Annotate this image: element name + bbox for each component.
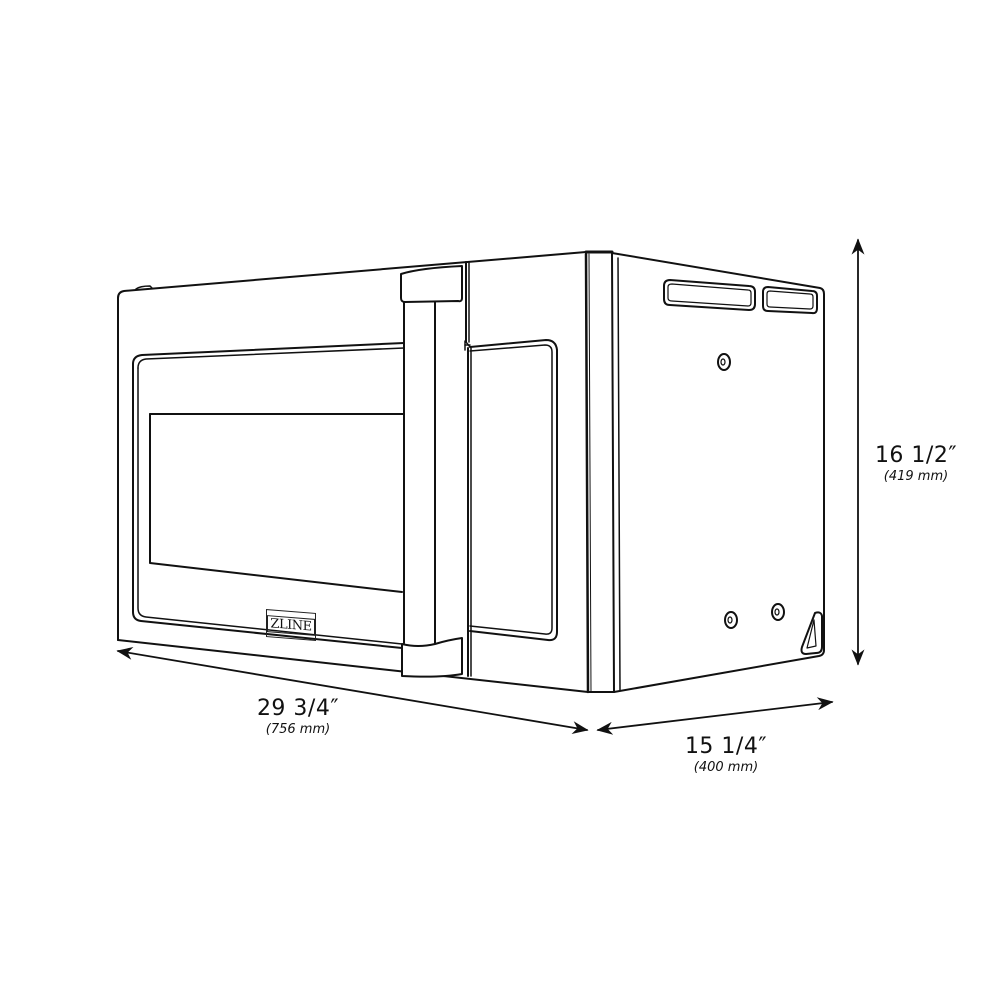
brand-name: ZLINE (267, 614, 315, 636)
vent-slot-large (664, 280, 755, 310)
door-handle (401, 266, 462, 677)
width-metric: (756 mm) (265, 722, 331, 738)
screw-bottom-left (725, 612, 737, 628)
depth-dimension-arrow (596, 697, 834, 735)
depth-metric: (400 mm) (693, 760, 759, 776)
height-metric: (419 mm) (883, 469, 949, 485)
depth-imperial: 15 1/4″ (684, 734, 768, 759)
mounting-bracket (802, 612, 823, 654)
door-window-frame-right (465, 340, 557, 640)
brand-badge: ZLINE (266, 608, 316, 642)
height-imperial: 16 1/2″ (874, 443, 958, 468)
width-imperial: 29 3/4″ (256, 696, 340, 721)
screw-top (718, 354, 730, 370)
screw-bottom-right (772, 604, 784, 620)
height-label: 16 1/2″ (419 mm) (856, 443, 976, 486)
door-seam (466, 262, 471, 676)
width-label: 29 3/4″ (756 mm) (238, 696, 358, 739)
width-dimension-arrow (116, 647, 589, 734)
door-window-frame (133, 343, 404, 648)
depth-label: 15 1/4″ (400 mm) (666, 734, 786, 777)
corner-strip (586, 252, 614, 692)
side-panel (612, 253, 824, 692)
vent-slot-small (763, 287, 817, 313)
